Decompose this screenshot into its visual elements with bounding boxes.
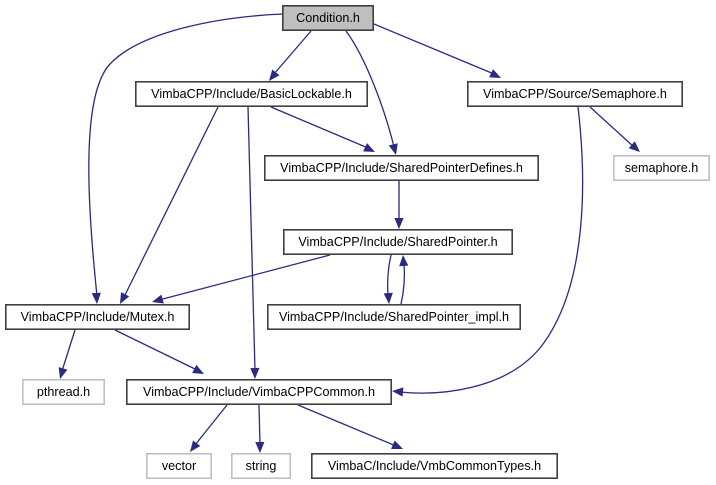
edge-condition-to-basiclockable [269, 30, 312, 81]
arrowhead-icon [392, 387, 404, 397]
edge-basiclockable-to-vimbacppcommon [247, 106, 260, 379]
edge-semaphore_src-to-vimbacppcommon [392, 106, 584, 397]
node-box[interactable] [5, 303, 190, 330]
node-box[interactable] [282, 229, 513, 256]
node-pthread[interactable]: pthread.h [21, 378, 106, 405]
edge-line [194, 404, 228, 446]
edge-line [386, 254, 392, 297]
edge-line [345, 30, 395, 148]
edge-line [373, 23, 495, 75]
edge-line [247, 106, 256, 372]
node-vmbcommontypes[interactable]: VimbaC/Include/VmbCommonTypes.h [310, 452, 558, 479]
arrowhead-icon [388, 143, 398, 155]
edge-line [589, 106, 635, 148]
edge-vimbacppcommon-to-string [255, 404, 265, 453]
edge-basiclockable-to-sharedpointerdefines [270, 106, 375, 152]
node-sharedpointerdefines[interactable]: VimbaCPP/Include/SharedPointerDefines.h [263, 155, 539, 182]
arrowhead-icon [269, 69, 280, 81]
node-mutex[interactable]: VimbaCPP/Include/Mutex.h [5, 303, 190, 330]
node-box[interactable] [146, 452, 213, 479]
arrowhead-icon [91, 292, 101, 304]
arrowhead-icon [363, 143, 375, 152]
arrowhead-icon [152, 294, 164, 304]
node-box[interactable] [126, 378, 392, 405]
arrowhead-icon [399, 255, 409, 267]
node-box[interactable] [266, 303, 521, 330]
edge-line [61, 329, 76, 372]
edge-line [258, 404, 261, 446]
edge-condition-to-semaphore_src [373, 23, 501, 78]
edge-line [399, 106, 584, 394]
node-box[interactable] [21, 378, 106, 405]
node-box[interactable] [263, 155, 539, 182]
node-string[interactable]: string [231, 452, 292, 479]
edge-vimbacppcommon-to-vector [190, 404, 228, 452]
arrowhead-icon [250, 367, 260, 379]
edge-sharedpointer-to-mutex [152, 254, 331, 304]
node-box[interactable] [135, 81, 368, 108]
node-sharedpointer[interactable]: VimbaCPP/Include/SharedPointer.h [282, 229, 513, 256]
edge-condition-to-mutex [88, 13, 284, 304]
edge-layer [58, 13, 640, 453]
arrowhead-icon [255, 441, 265, 453]
edge-line [400, 262, 406, 305]
node-condition[interactable]: Condition.h [281, 5, 374, 31]
node-box[interactable] [281, 5, 374, 31]
edge-mutex-to-vimbacppcommon [114, 329, 204, 374]
arrowhead-icon [383, 292, 393, 304]
node-vector[interactable]: vector [146, 452, 213, 479]
edge-line [270, 106, 369, 149]
arrowhead-icon [394, 218, 404, 229]
edge-mutex-to-pthread [58, 329, 76, 379]
arrowhead-icon [192, 364, 204, 374]
node-box[interactable] [466, 81, 683, 108]
arrowhead-icon [628, 141, 640, 152]
edge-line [273, 30, 312, 75]
node-semaphore_src[interactable]: VimbaCPP/Source/Semaphore.h [466, 81, 683, 108]
edge-condition-to-sharedpointerdefines [345, 30, 398, 155]
node-box[interactable] [612, 155, 710, 182]
node-box[interactable] [310, 452, 558, 479]
edge-line [88, 13, 284, 297]
arrowhead-icon [391, 440, 403, 449]
edge-sharedpointerimpl-to-sharedpointer [399, 255, 409, 305]
node-sharedpointerimpl[interactable]: VimbaCPP/Include/SharedPointer_impl.h [266, 303, 521, 330]
edge-sharedpointerdefines-to-sharedpointer [394, 181, 404, 229]
arrowhead-icon [58, 367, 68, 379]
edge-sharedpointer-to-sharedpointerimpl [383, 254, 393, 304]
edge-line [158, 254, 331, 301]
edge-vimbacppcommon-to-vmbcommontypes [297, 404, 403, 449]
arrowhead-icon [120, 292, 130, 304]
node-semaphore_sys[interactable]: semaphore.h [612, 155, 710, 182]
edge-line [123, 106, 219, 298]
arrowhead-icon [190, 440, 201, 452]
node-vimbacppcommon[interactable]: VimbaCPP/Include/VimbaCPPCommon.h [126, 378, 392, 405]
node-basiclockable[interactable]: VimbaCPP/Include/BasicLockable.h [135, 81, 368, 108]
edge-line [114, 329, 198, 371]
node-layer: Condition.hVimbaCPP/Include/BasicLockabl… [5, 5, 710, 479]
node-box[interactable] [231, 452, 292, 479]
edge-basiclockable-to-mutex [120, 106, 219, 304]
arrowhead-icon [489, 69, 501, 78]
edge-line [297, 404, 397, 447]
edge-semaphore_src-to-semaphore_sys [589, 106, 640, 152]
